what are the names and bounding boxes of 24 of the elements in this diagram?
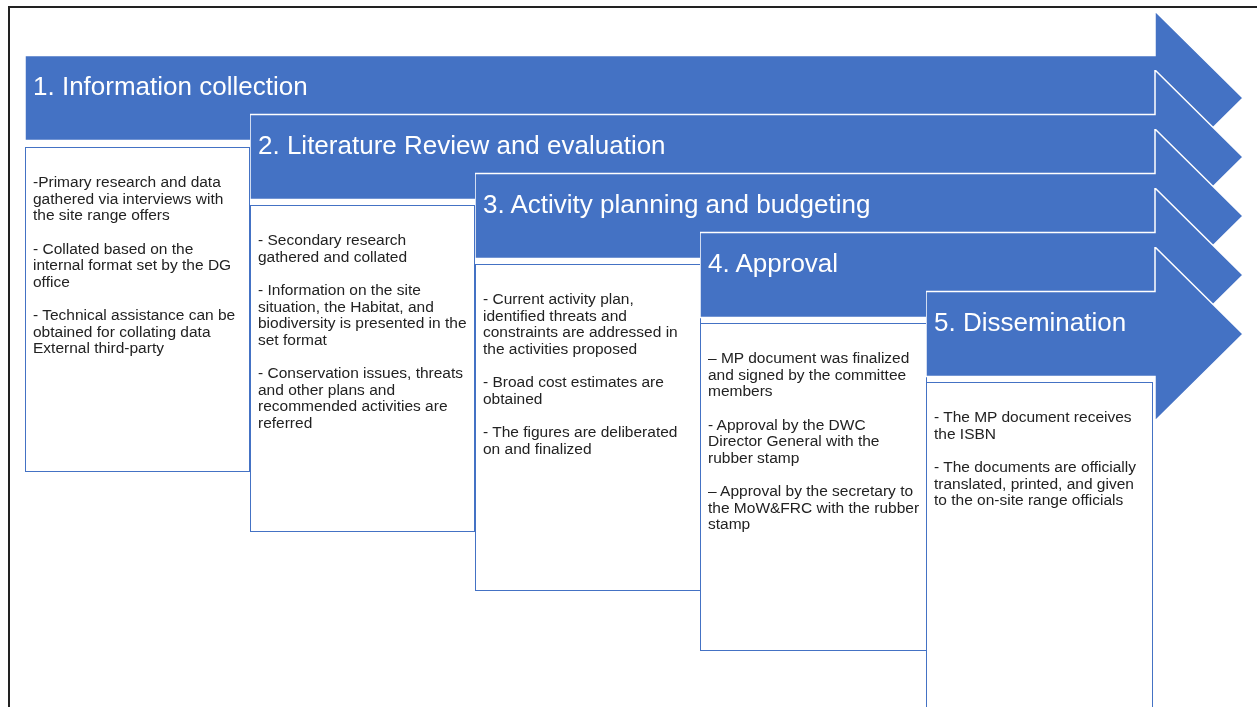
step-heading: 5. Dissemination	[934, 307, 1127, 338]
text-panel	[926, 382, 1153, 707]
bullet-text: - Technical assistance can be obtained for collating data External third-party	[33, 307, 237, 357]
bullet-text: - Broad cost estimates are obtained	[483, 374, 665, 407]
bullet-text: -Primary research and data gathered via interviews with the site range offers	[33, 174, 225, 224]
step-heading: 3. Activity planning and budgeting	[483, 189, 871, 220]
bullet-text: – MP document was finalized and signed by the committee members	[708, 350, 911, 400]
bullet-text: - Information on the site situation, the Habitat, and biodiversity is presented in the set format	[258, 282, 468, 348]
text-panel	[700, 323, 927, 651]
bullet-text: - Current activity plan, identified threats and constraints are addressed in the activities proposed	[483, 291, 679, 357]
bullet-text: - Approval by the DWC Director General with the rubber stamp	[708, 416, 881, 466]
step-heading: 1. Information collection	[33, 71, 308, 102]
step-heading: 4. Approval	[708, 248, 839, 279]
text-panel	[250, 205, 475, 532]
step-heading: 2. Literature Review and evaluation	[258, 130, 666, 161]
bullet-text: - The figures are deliberated on and finalized	[483, 424, 679, 457]
bullet-text: - Collated based on the internal format set by the DG office	[33, 240, 233, 290]
bullet-text: - Secondary research gathered and collated	[258, 232, 409, 265]
bullet-text: - The MP document receives the ISBN	[934, 409, 1133, 442]
bullet-text: - Conservation issues, threats and other plans and recommended activities are referred	[258, 365, 465, 431]
text-panel	[25, 147, 250, 472]
text-panel	[475, 264, 701, 591]
bullet-text: - The documents are officially translated, printed, and given to the on-site range officials	[934, 459, 1137, 509]
bullet-text: – Approval by the secretary to the MoW&FRC with the rubber stamp	[708, 483, 920, 533]
